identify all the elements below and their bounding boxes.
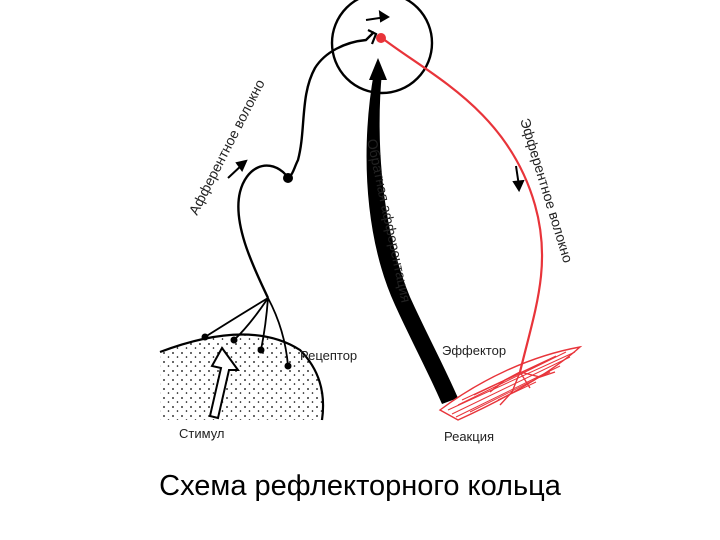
efferent-origin-dot bbox=[376, 33, 386, 43]
afferent-direction-arrow bbox=[227, 159, 248, 179]
receptor-ending-dots bbox=[201, 333, 292, 370]
nerve-center-circle bbox=[330, 0, 434, 95]
label-efferent-fiber: Эфферентное волокно bbox=[517, 116, 576, 265]
label-afferent-fiber: Афферентное волокно bbox=[185, 76, 267, 217]
efferent-direction-arrow bbox=[512, 165, 525, 193]
afferent-ganglion bbox=[283, 173, 293, 183]
feedback-afferentation-band bbox=[366, 72, 458, 404]
label-receptor: Рецептор bbox=[300, 348, 357, 363]
effector-muscle bbox=[438, 345, 583, 421]
efferent-fiber-path bbox=[381, 37, 544, 373]
center-direction-arrow bbox=[365, 10, 390, 23]
label-effector: Эффектор bbox=[442, 343, 506, 358]
feedback-arrowhead bbox=[369, 58, 387, 80]
label-stimulus: Стимул bbox=[179, 426, 225, 441]
stimulus-arrow bbox=[208, 346, 240, 420]
receptor-endings bbox=[204, 297, 289, 367]
diagram-title: Схема рефлекторного кольца bbox=[159, 470, 561, 502]
label-reaction: Реакция bbox=[444, 429, 494, 444]
afferent-fiber-path bbox=[237, 31, 375, 299]
synapse-ending bbox=[367, 29, 378, 45]
receptor-tissue bbox=[159, 333, 325, 421]
